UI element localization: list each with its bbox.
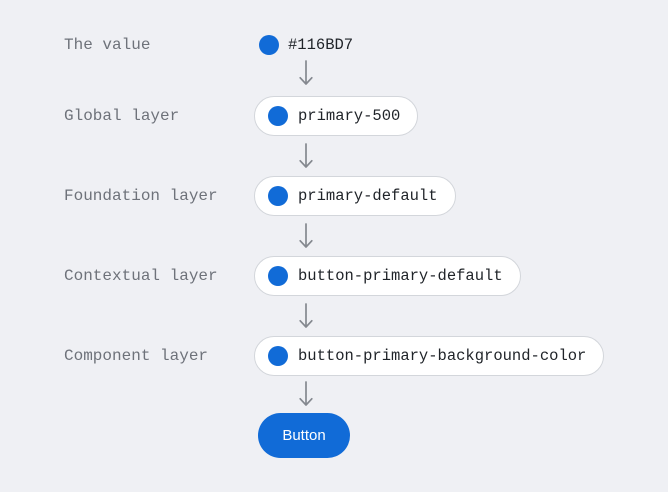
color-dot-icon <box>259 35 279 55</box>
value-hex-text: #116BD7 <box>288 36 354 54</box>
token-pill-contextual: button-primary-default <box>254 256 521 296</box>
color-dot-icon <box>268 186 288 206</box>
down-arrow-icon <box>298 381 314 407</box>
token-pill-global: primary-500 <box>254 96 419 136</box>
label-foundation-layer: Foundation layer <box>64 187 218 205</box>
token-name: primary-default <box>298 187 438 205</box>
token-name: button-primary-background-color <box>298 347 587 365</box>
color-dot-icon <box>268 266 288 286</box>
down-arrow-icon <box>298 223 314 249</box>
color-dot-icon <box>268 346 288 366</box>
down-arrow-icon <box>298 143 314 169</box>
token-pill-component: button-primary-background-color <box>254 336 605 376</box>
down-arrow-icon <box>298 303 314 329</box>
down-arrow-icon <box>298 60 314 86</box>
label-the-value: The value <box>64 36 151 54</box>
token-pill-foundation: primary-default <box>254 176 456 216</box>
color-dot-icon <box>268 106 288 126</box>
primary-button[interactable]: Button <box>258 413 350 458</box>
label-contextual-layer: Contextual layer <box>64 267 218 285</box>
token-name: primary-500 <box>298 107 401 125</box>
token-name: button-primary-default <box>298 267 503 285</box>
value-token: #116BD7 <box>259 35 353 55</box>
label-component-layer: Component layer <box>64 347 209 365</box>
label-global-layer: Global layer <box>64 107 180 125</box>
